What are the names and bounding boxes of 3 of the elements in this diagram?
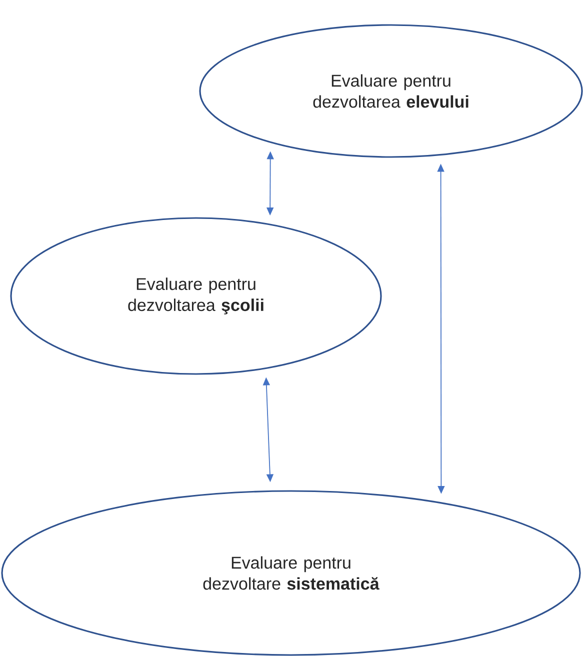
ellipse-node: Evaluare pentru dezvoltarea elevului	[199, 24, 583, 158]
ellipse-node: Evaluare pentru dezvoltare sistematică	[1, 490, 581, 656]
ellipse-node: Evaluare pentru dezvoltarea şcolii	[10, 217, 382, 375]
